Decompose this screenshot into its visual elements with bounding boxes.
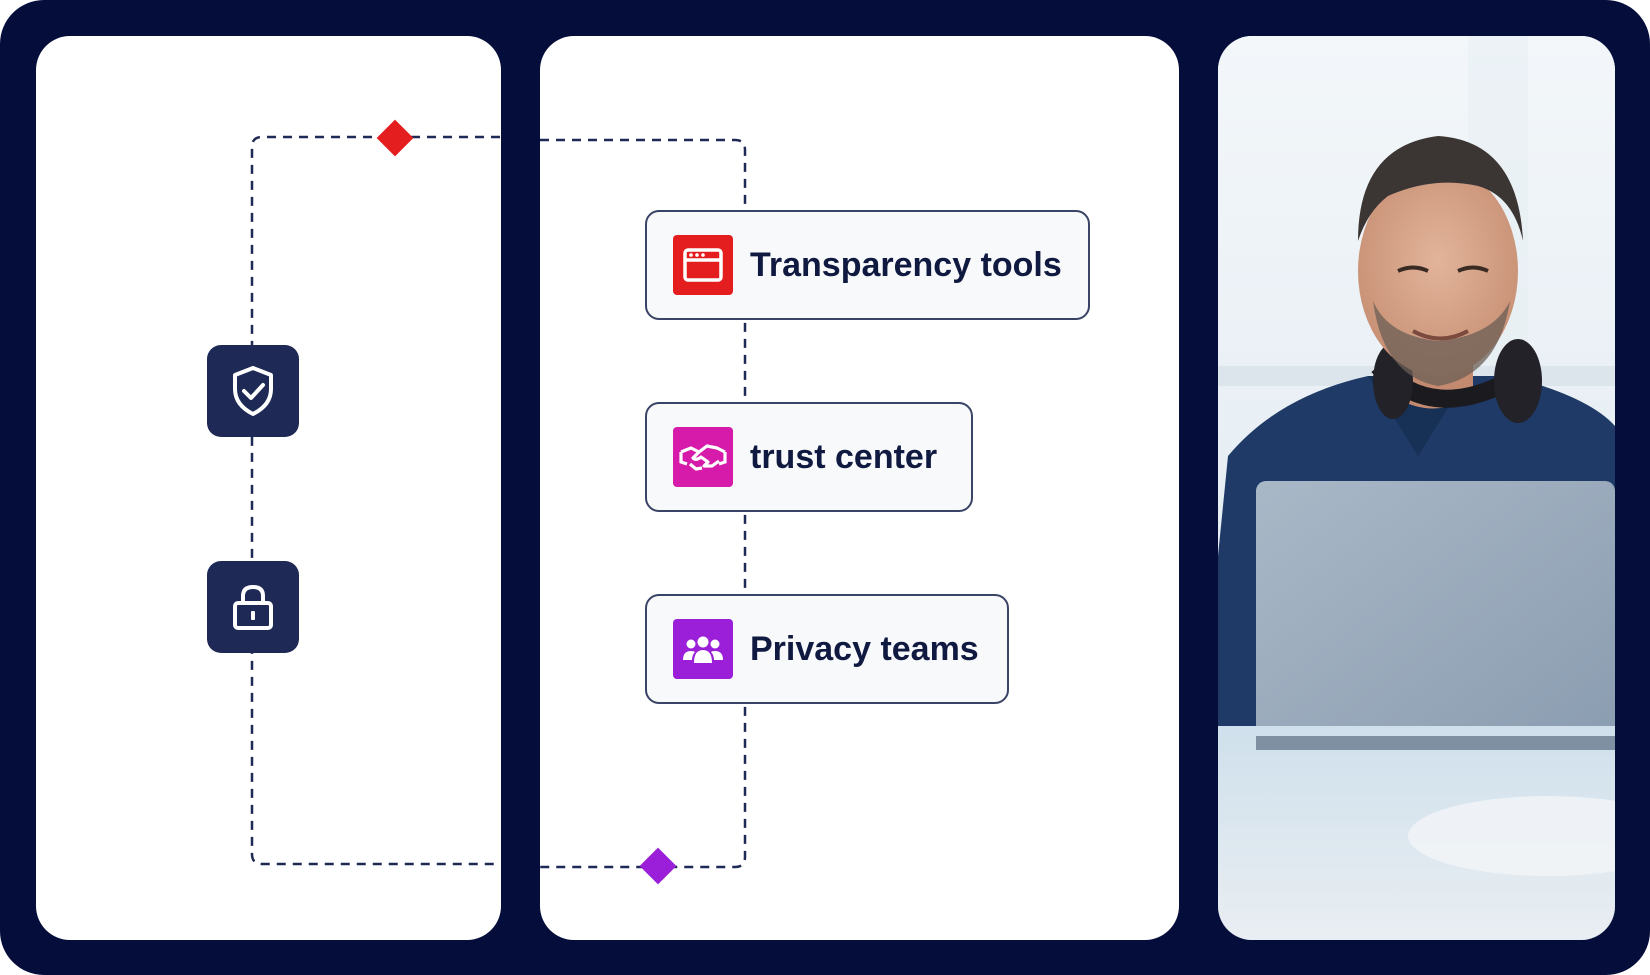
browser-window-icon [673, 235, 733, 295]
lock-tile [207, 561, 299, 653]
shield-tile [207, 345, 299, 437]
shield-check-icon [233, 366, 273, 416]
man-with-laptop-photo [1218, 36, 1615, 940]
lock-icon [233, 584, 273, 630]
left-panel [36, 36, 501, 940]
step-label: trust center [750, 437, 938, 476]
handshake-icon [673, 427, 733, 487]
people-group-icon [673, 619, 733, 679]
photo-panel [1218, 36, 1615, 940]
step-privacy-teams: Privacy teams [645, 594, 1009, 704]
step-transparency-tools: Transparency tools [645, 210, 1090, 320]
step-trust-center: trust center [645, 402, 973, 512]
step-label: Privacy teams [750, 629, 979, 668]
step-label: Transparency tools [750, 245, 1062, 284]
